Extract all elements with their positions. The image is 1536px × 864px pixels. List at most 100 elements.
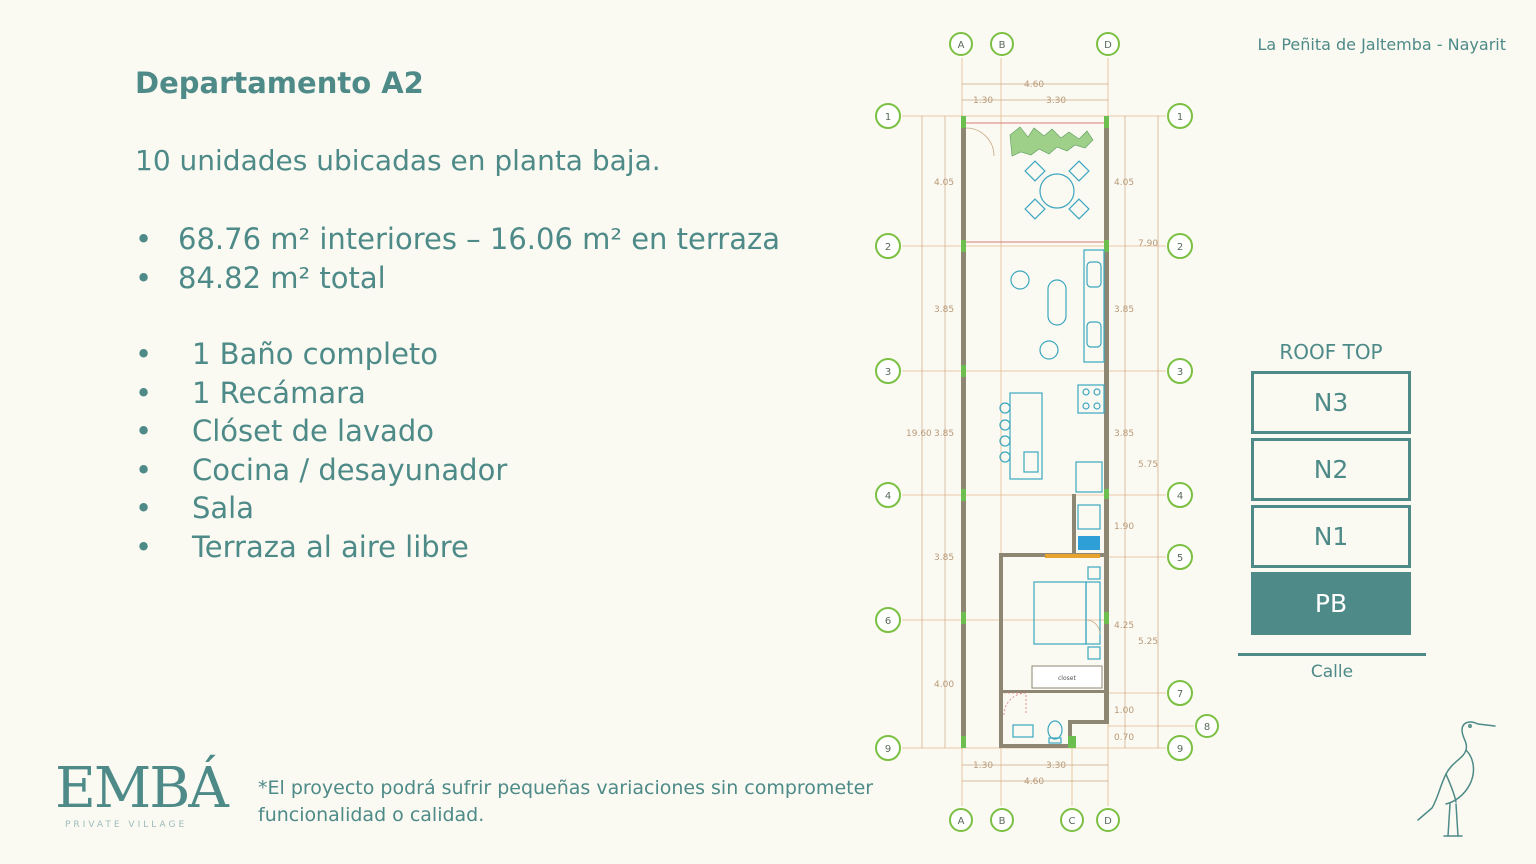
bullet: •: [135, 414, 153, 448]
floor-plan: 4.60 1.30 3.30 1.30 3.30 4.60 4.05 3.85 …: [875, 32, 1219, 832]
bullet: •: [135, 261, 153, 295]
marker-D-bottom: D: [1096, 808, 1120, 832]
level-n3: N3: [1251, 371, 1411, 434]
feature-item: •Sala: [135, 491, 507, 530]
dim-label: 4.05: [934, 178, 954, 188]
marker-2-right: 2: [1167, 233, 1193, 259]
marker-1-left: 1: [875, 103, 901, 129]
svg-text:4: 4: [885, 491, 891, 502]
feature-item: • 1 Recámara: [135, 376, 507, 415]
dimension-lines: [921, 83, 1159, 782]
marker-8: 8: [1195, 714, 1219, 738]
street-label: Calle: [1310, 662, 1354, 682]
living-furniture: [999, 270, 1067, 480]
dim-label: 3.85: [934, 429, 954, 439]
heron-icon: [1417, 721, 1496, 837]
bullet: •: [135, 337, 153, 371]
dim-label: 3.85: [934, 305, 954, 315]
level-diagram: ROOF TOP N3 N2 N1 PB: [1236, 340, 1428, 635]
dim-label: 4.05: [1114, 178, 1134, 188]
svg-text:D: D: [1104, 40, 1112, 51]
marker-A-top: A: [949, 32, 973, 56]
kitchen: [1075, 249, 1105, 530]
bullet: •: [135, 529, 153, 564]
dim-label: 1.30: [973, 96, 993, 106]
svg-text:9: 9: [1177, 744, 1183, 755]
svg-text:2: 2: [885, 242, 891, 253]
laundry-unit: [1078, 536, 1100, 550]
dim-label: 1.90: [1114, 522, 1134, 532]
grid-markers: A B D A B C D 1 2 3 4 6 9 1 2 3 4 5 7 9 …: [875, 32, 1219, 832]
level-n1: N1: [1251, 505, 1411, 568]
svg-text:8: 8: [1204, 722, 1210, 733]
dim-label: 0.70: [1114, 733, 1134, 743]
logo-tagline: PRIVATE VILLAGE: [65, 820, 188, 830]
bullet: •: [135, 452, 153, 487]
dim-label: 7.90: [1138, 239, 1158, 249]
dim-label: 3.30: [1046, 96, 1066, 106]
marker-2-left: 2: [875, 233, 901, 259]
area-item: • 84.82 m² total: [135, 261, 780, 300]
dim-label: 19.60: [906, 429, 932, 439]
marker-5-right: 5: [1167, 544, 1193, 570]
bullet: •: [135, 222, 153, 256]
dim-label: 4.60: [1024, 777, 1044, 787]
street-line: [1238, 653, 1426, 656]
marker-9-right: 9: [1167, 735, 1193, 761]
marker-7-right: 7: [1167, 680, 1193, 706]
logo-wordmark: EMBÁ: [55, 756, 229, 821]
unit-subtitle: 10 unidades ubicadas en planta baja.: [135, 144, 661, 177]
svg-text:7: 7: [1177, 689, 1183, 700]
marker-C-bottom: C: [1060, 808, 1084, 832]
area-text: 84.82 m² total: [178, 261, 386, 295]
level-n2: N2: [1251, 438, 1411, 501]
marker-D-top: D: [1096, 32, 1120, 56]
svg-text:5: 5: [1177, 553, 1183, 564]
unit-title: Departamento A2: [135, 66, 424, 100]
dim-label: 5.75: [1138, 460, 1158, 470]
area-list: •68.76 m² interiores – 16.06 m² en terra…: [135, 222, 780, 300]
svg-text:B: B: [999, 816, 1006, 827]
dim-label: 3.85: [934, 553, 954, 563]
svg-text:9: 9: [885, 744, 891, 755]
feature-list: •1 Baño completo •1 Recámara •Clóset de …: [135, 337, 507, 568]
feature-text: 1 Baño completo: [192, 337, 439, 371]
marker-3-left: 3: [875, 358, 901, 384]
dim-label: 4.00: [934, 680, 954, 690]
terrace-door-swing: [965, 127, 995, 157]
marker-A-bottom: A: [949, 808, 973, 832]
level-pb: PB: [1251, 572, 1411, 635]
marker-1-right: 1: [1167, 103, 1193, 129]
feature-text: 1 Recámara: [192, 375, 366, 410]
feature-item: • 1 Baño completo: [135, 337, 507, 376]
bedroom-door-swing: [1085, 619, 1101, 635]
feature-item: • Terraza al aire libre: [135, 530, 507, 569]
emba-logo: EMBÁ PRIVATE VILLAGE: [55, 750, 229, 835]
area-item: •68.76 m² interiores – 16.06 m² en terra…: [135, 222, 780, 261]
dim-label: 4.25: [1114, 621, 1134, 631]
marker-6-left: 6: [875, 607, 901, 633]
marker-9-left: 9: [875, 735, 901, 761]
bathroom: [1012, 720, 1063, 744]
feature-text: Cocina / desayunador: [192, 452, 508, 487]
bullet: •: [135, 375, 153, 410]
bullet: •: [135, 491, 153, 525]
svg-text:4: 4: [1177, 491, 1183, 502]
disclaimer-line: funcionalidad o calidad.: [258, 804, 485, 826]
planter: [1009, 126, 1094, 157]
svg-text:1: 1: [1177, 112, 1183, 123]
glass-lines: [966, 122, 1104, 243]
svg-text:B: B: [999, 40, 1006, 51]
marker-B-bottom: B: [990, 808, 1014, 832]
dim-label: 1.00: [1114, 706, 1134, 716]
feature-text: Terraza al aire libre: [192, 529, 469, 564]
dim-label: 3.85: [1114, 305, 1134, 315]
feature-item: • Cocina / desayunador: [135, 453, 507, 492]
svg-text:D: D: [1104, 816, 1112, 827]
wall-highlights: [961, 116, 1109, 748]
dim-label: 5.25: [1138, 637, 1158, 647]
marker-4-right: 4: [1167, 482, 1193, 508]
svg-text:3: 3: [885, 367, 891, 378]
svg-text:1: 1: [885, 112, 891, 123]
marker-4-left: 4: [875, 482, 901, 508]
